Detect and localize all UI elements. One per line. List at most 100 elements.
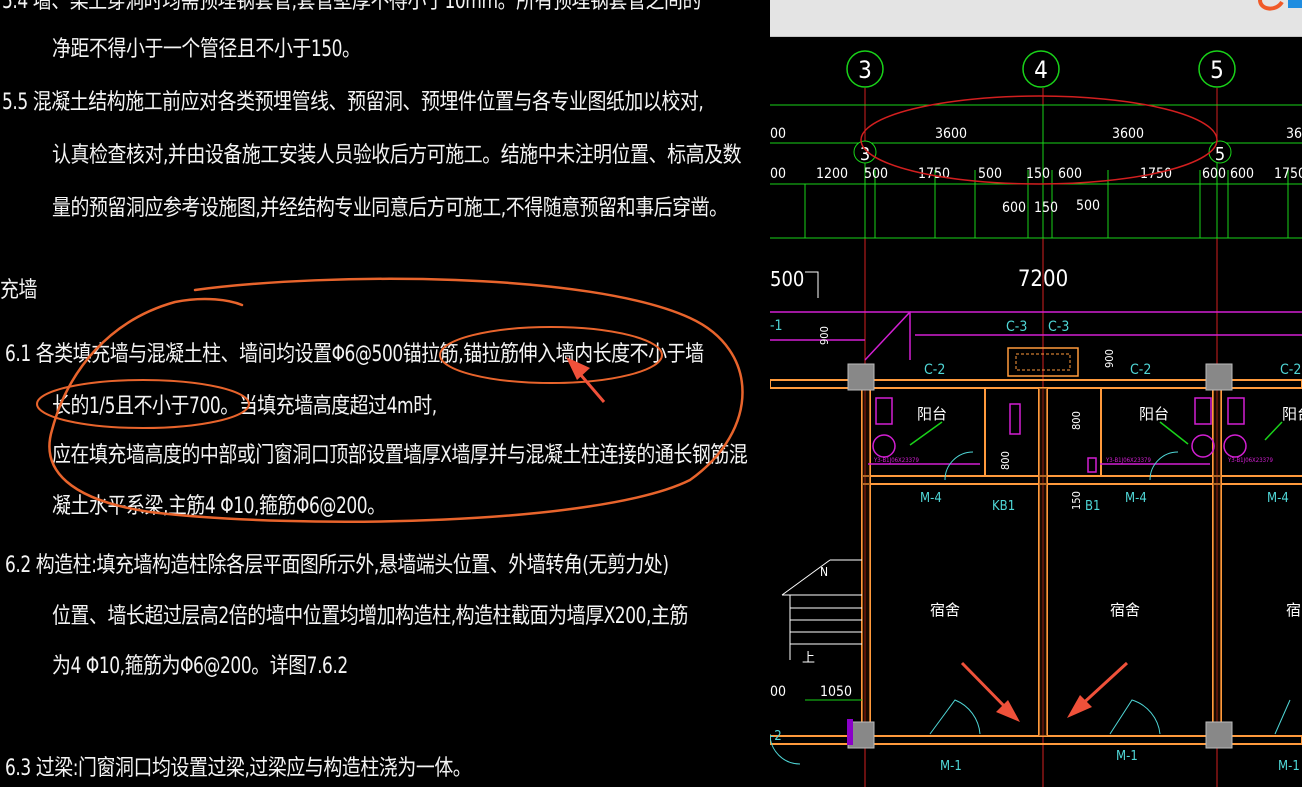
note-6-1: 6.1 各类填充墙与混凝土柱、墙间均设置Φ6@500锚拉筋,锚拉筋伸入墙内长度不… — [5, 342, 704, 367]
svg-text:1750: 1750 — [918, 166, 950, 182]
markup-annotations — [36, 277, 744, 523]
brand-logo-icon — [1258, 0, 1302, 11]
svg-text:M-1: M-1 — [1116, 749, 1138, 764]
svg-text:600: 600 — [1202, 166, 1226, 182]
columns — [847, 363, 1233, 749]
svg-text:600: 600 — [1002, 200, 1026, 216]
dimension-labels: 00 3600 3600 36 00 1200 500 1750 500 150… — [770, 126, 1302, 216]
drawing-highlight-ellipse — [860, 95, 1218, 185]
axis-small-bubbles: 3 5 — [853, 140, 1232, 165]
svg-text:B1: B1 — [1085, 499, 1100, 514]
svg-text:600: 600 — [1058, 166, 1082, 182]
dim-leader — [805, 271, 819, 298]
svg-text:N: N — [820, 565, 828, 579]
dim-900-left: 900 — [818, 326, 831, 345]
green-leader-arrows — [909, 421, 1283, 446]
highlighted-phrase-1: 锚拉筋伸入墙内长度不小于墙 — [463, 342, 704, 367]
svg-text:M-4: M-4 — [1125, 491, 1147, 506]
section-title-infill-wall: 充墙 — [0, 278, 37, 303]
svg-text:00: 00 — [770, 166, 786, 182]
svg-text:800: 800 — [1070, 411, 1083, 430]
svg-text:C-3: C-3 — [1048, 319, 1069, 335]
svg-text:C-2: C-2 — [924, 362, 945, 378]
svg-text:500: 500 — [864, 166, 888, 182]
svg-text:500: 500 — [1076, 198, 1100, 214]
equipment-box — [1007, 347, 1079, 377]
svg-text:-2: -2 — [770, 729, 782, 744]
svg-text:C-2: C-2 — [1130, 362, 1151, 378]
left-dimension: 500 — [770, 267, 804, 291]
svg-text:M-4: M-4 — [920, 491, 942, 506]
svg-text:M-4: M-4 — [1267, 491, 1289, 506]
svg-text:Y3-B1J06X23379: Y3-B1J06X23379 — [1227, 457, 1273, 464]
svg-text:00: 00 — [770, 684, 786, 700]
svg-text:3: 3 — [860, 144, 870, 165]
note-5-4: 5.4 墙、梁上穿洞时均需预埋钢套管,套管壁厚不得小于10mm。所有预埋钢套管之… — [2, 0, 701, 14]
svg-text:C-2: C-2 — [1280, 362, 1301, 378]
room-labels: 阳台 阳台 阳台 宿舍 宿舍 宿 — [917, 405, 1302, 619]
svg-text:150: 150 — [1034, 200, 1058, 216]
viewer-toolbar — [770, 0, 1302, 37]
floor-plan-drawing[interactable]: 3 4 5 — [770, 37, 1302, 787]
note-5-5-cont-1: 认真检查核对,并由设备施工安装人员验收后方可施工。结施中未注明位置、标高及数 — [52, 143, 742, 168]
window-labels: -1 C-3 C-3 C-2 C-2 C-2 — [770, 318, 1301, 378]
svg-text:Y3-B1J06X23379: Y3-B1J06X23379 — [873, 457, 919, 464]
axis-bubble-3: 3 — [846, 50, 884, 88]
svg-text:M-1: M-1 — [1278, 759, 1300, 774]
note-6-2: 6.2 构造柱:填充墙构造柱除各层平面图所示外,悬墙端头位置、外墙转角(无剪力处… — [5, 553, 669, 578]
note-6-2-cont-2: 为4 Φ10,箍筋为Φ6@200。详图7.6.2 — [52, 654, 348, 679]
red-pointer-arrow-icon — [960, 661, 1129, 722]
svg-text:-1: -1 — [770, 318, 783, 334]
stair — [781, 559, 862, 660]
highlight-ellipse-2 — [36, 379, 250, 429]
big-annotation-ellipse — [48, 277, 744, 523]
highlight-ellipse-1 — [439, 326, 663, 384]
note-6-1-cont-1: 长的1/5且不小于700。当填充墙高度超过4m时, — [52, 394, 437, 419]
svg-text:00: 00 — [770, 126, 786, 142]
svg-text:4: 4 — [1034, 56, 1048, 84]
svg-text:36: 36 — [1286, 126, 1302, 142]
window-outline — [770, 311, 1302, 361]
note-5-4-cont: 净距不得小于一个管径且不小于150。 — [52, 37, 361, 62]
door-swings — [770, 451, 1291, 765]
svg-text:阳台: 阳台 — [1139, 405, 1169, 423]
svg-text:KB1: KB1 — [992, 499, 1015, 514]
svg-text:3600: 3600 — [935, 126, 967, 142]
walls — [770, 379, 1302, 745]
note-6-3: 6.3 过梁:门窗洞口均设置过梁,过梁应与构造柱浇为一体。 — [5, 756, 472, 781]
svg-text:500: 500 — [978, 166, 1002, 182]
svg-text:宿舍: 宿舍 — [1110, 601, 1140, 619]
wall-fill — [862, 388, 1221, 736]
note-5-5-cont-2: 量的预留洞应参考设施图,并经结构专业同意后方可施工,不得随意预留和事后穿凿。 — [52, 196, 728, 221]
overall-dimension: 7200 — [1018, 267, 1068, 292]
note-6-1-cont-2: 应在填充墙高度的中部或门窗洞口顶部设置墙厚X墙厚并与混凝土柱连接的通长钢筋混 — [52, 443, 748, 468]
svg-text:3: 3 — [858, 56, 872, 84]
note-5-5: 5.5 混凝土结构施工前应对各类预埋管线、预留洞、预埋件位置与各专业图纸加以校对… — [2, 90, 704, 115]
svg-text:宿舍: 宿舍 — [930, 601, 960, 619]
spec-notes-panel: 5.4 墙、梁上穿洞时均需预埋钢套管,套管壁厚不得小于10mm。所有预埋钢套管之… — [0, 0, 748, 781]
svg-text:1750: 1750 — [1274, 166, 1302, 182]
svg-text:3600: 3600 — [1112, 126, 1144, 142]
svg-text:上: 上 — [802, 651, 815, 666]
cad-drawing-viewer[interactable]: 3 4 5 — [770, 0, 1302, 787]
svg-text:150: 150 — [1026, 166, 1050, 182]
svg-text:600: 600 — [1230, 166, 1254, 182]
axis-bubble-5: 5 — [1198, 50, 1236, 88]
svg-text:150: 150 — [1070, 491, 1083, 510]
svg-text:1200: 1200 — [816, 166, 848, 182]
note-6-2-cont-1: 位置、墙长超过层高2倍的墙中位置均增加构造柱,构造柱截面为墙厚X200,主筋 — [52, 604, 688, 629]
highlighted-phrase-2: 长的1/5且不小于700 — [52, 394, 221, 419]
svg-text:宿: 宿 — [1286, 601, 1301, 619]
svg-text:阳台: 阳台 — [1282, 405, 1302, 423]
svg-text:5: 5 — [1215, 144, 1225, 165]
svg-text:1050: 1050 — [820, 684, 852, 700]
red-arrow-icon — [566, 357, 606, 403]
svg-text:M-1: M-1 — [940, 759, 962, 774]
dim-900-right: 900 — [1103, 349, 1116, 368]
svg-text:5: 5 — [1210, 56, 1224, 84]
svg-text:阳台: 阳台 — [917, 405, 947, 423]
svg-text:C-3: C-3 — [1006, 319, 1027, 335]
door-labels: M-4 M-4 M-4 KB1 B1 M-1 M-1 M-1 -2 — [770, 491, 1300, 774]
svg-text:800: 800 — [999, 451, 1012, 470]
svg-text:Y3-B1J06X23379: Y3-B1J06X23379 — [1105, 457, 1151, 464]
